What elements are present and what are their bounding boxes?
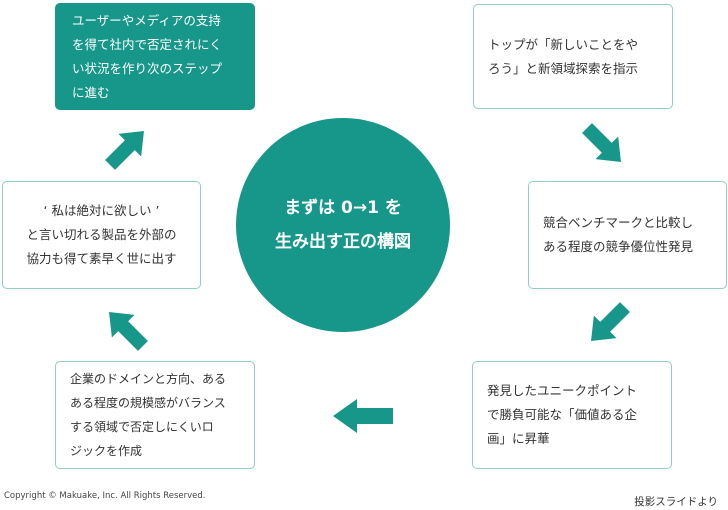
arrow-up-right-icon (105, 131, 144, 170)
step-box-top-right: トップが「新しいことをや ろう」と新領域探索を指示 (473, 4, 673, 109)
step-bottom-right-line3: 画」に昇華 (487, 431, 550, 446)
step-bottom-left-line1: 企業のドメインと方向、ある (70, 372, 227, 386)
step-box-bottom-right: 発見したユニークポイント で勝負可能な「価値ある企 画」に昇華 (472, 361, 672, 469)
step-box-left: ‘ 私は絶対に欲しい ’ と言い切れる製品を外部の 協力も得て素早く世に出す (2, 181, 201, 289)
step-right-line1: 競合ベンチマークと比較し (543, 215, 694, 230)
step-bottom-left-line4: ジックを作成 (70, 444, 143, 458)
step-left-line2: と言い切れる製品を外部の (26, 227, 177, 242)
step-left-line1: ‘ 私は絶対に欲しい ’ (43, 203, 160, 218)
step-top-left-line3: い状況を作り次のステップ (72, 60, 223, 76)
center-circle: まずは 0→1 を 生み出す正の構図 (236, 118, 450, 332)
step-top-left-line1: ユーザーやメディアの支持 (72, 12, 221, 28)
step-bottom-right-line1: 発見したユニークポイント (487, 383, 638, 398)
arrow-down-right-icon (582, 123, 621, 162)
step-right-line2: ある程度の競争優位性発見 (543, 239, 694, 254)
step-bottom-left-line2: ある程度の規模感がバランス (70, 396, 226, 410)
step-box-bottom-left: 企業のドメインと方向、ある ある程度の規模感がバランス する領域で否定しにくいロ… (55, 361, 255, 469)
step-top-left-line4: に進む (72, 84, 110, 100)
copyright-text: Copyright © Makuake, Inc. All Rights Res… (4, 491, 206, 501)
arrow-left-icon (333, 399, 393, 433)
step-left-line3: 協力も得て素早く世に出す (26, 251, 177, 266)
step-bottom-left-line3: する領域で否定しにくいロ (70, 420, 214, 434)
step-top-right-line1: トップが「新しいことをや (488, 36, 639, 52)
step-top-right-line2: ろう」と新領域探索を指示 (488, 60, 639, 76)
source-note: 投影スライドより (634, 496, 718, 508)
arrow-down-left-icon (591, 302, 630, 341)
step-box-right: 競合ベンチマークと比較し ある程度の競争優位性発見 (528, 181, 727, 289)
step-top-left-line2: を得て社内で否定されにく (72, 36, 222, 52)
step-bottom-right-line2: で勝負可能な「価値ある企 (487, 407, 638, 422)
center-title-line1: まずは 0→1 を (284, 198, 402, 218)
arrow-up-left-icon (109, 312, 148, 351)
center-title-line2: 生み出す正の構図 (275, 232, 411, 252)
step-box-top-left: ユーザーやメディアの支持 を得て社内で否定されにく い状況を作り次のステップ に… (55, 3, 255, 110)
